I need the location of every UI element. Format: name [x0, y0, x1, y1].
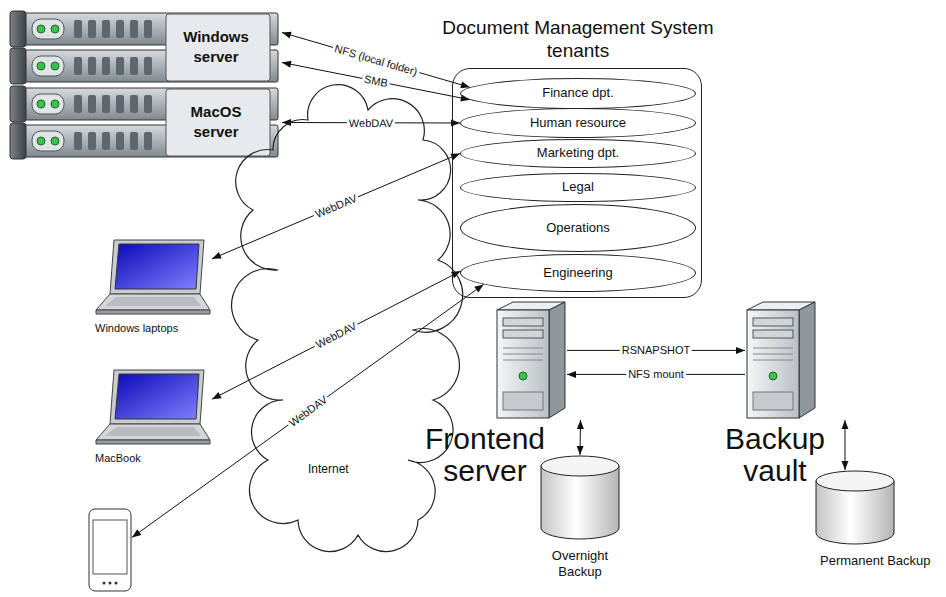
connector-line — [282, 63, 470, 100]
arrow-head — [460, 81, 470, 88]
arrow-head — [474, 284, 483, 292]
tenant-ellipse: Human resource — [460, 108, 696, 138]
node-label: MacBook — [95, 452, 141, 464]
node-label: Engineering — [543, 266, 612, 281]
edge-label: WebDAV — [312, 319, 360, 352]
laptop: MacBook — [92, 368, 212, 472]
connector — [282, 32, 470, 88]
edge-label: WebDAV — [347, 117, 395, 129]
connector — [212, 154, 460, 259]
tenant-ellipse: Engineering — [460, 254, 696, 292]
edge-label: NFS mount — [626, 368, 686, 380]
tower-server-symbol — [495, 300, 567, 420]
tower-server-symbol — [745, 300, 817, 420]
connector-line — [212, 154, 460, 259]
server-tower: Backup vault — [745, 300, 850, 420]
node-label: Windows server — [174, 27, 258, 67]
connector — [577, 420, 584, 455]
arrow-head — [567, 371, 576, 378]
arrow-head — [132, 529, 141, 537]
rack-server-symbol — [8, 85, 282, 160]
edge-label: WebDAV — [311, 191, 360, 221]
node-label: Windows laptops — [95, 322, 178, 334]
node-label: Marketing dpt. — [537, 146, 619, 161]
arrow-head — [212, 392, 222, 399]
disk-cylinder — [540, 455, 620, 540]
node-label: MacOS server — [174, 102, 258, 142]
arrow-head — [577, 446, 584, 455]
edge-label: SMB — [361, 73, 391, 90]
rack-server: MacOS server — [8, 85, 282, 160]
connector-line — [567, 374, 745, 375]
node-label: Operations — [546, 221, 610, 236]
laptop-symbol — [92, 238, 212, 318]
connector — [282, 61, 470, 102]
connector-line — [282, 33, 470, 88]
node-label: Human resource — [530, 116, 626, 131]
backup-disk: Overnight Backup — [540, 455, 620, 540]
connector — [841, 420, 848, 470]
arrow-head — [212, 252, 222, 259]
arrow-head — [282, 61, 292, 68]
tenant-container: Document Management System tenantsFinanc… — [452, 68, 702, 298]
arrow-head — [282, 32, 292, 39]
phone-symbol — [88, 508, 132, 592]
internet-cloud: Internet — [248, 100, 448, 540]
node-label: Permanent Backup — [820, 553, 931, 569]
tenant-ellipse: Operations — [460, 204, 696, 252]
connector — [567, 347, 745, 354]
node-label: Overnight Backup — [540, 548, 620, 579]
arrow-head — [736, 347, 745, 354]
node-label: Frontend server — [410, 423, 560, 486]
tenant-ellipse: Marketing dpt. — [460, 139, 696, 168]
container-title: Document Management System tenants — [428, 16, 728, 64]
rack-server-symbol — [8, 10, 282, 85]
node-label: Legal — [562, 180, 594, 195]
edge-label: NFS (local folder) — [331, 42, 420, 79]
connector-line — [282, 122, 460, 124]
backup-disk: Permanent Backup — [815, 470, 895, 545]
disk-cylinder — [815, 470, 895, 545]
tenant-ellipse: Legal — [460, 173, 696, 202]
laptop: Windows laptops — [92, 238, 212, 342]
node-label: Finance dpt. — [542, 86, 614, 101]
arrow-head — [841, 461, 848, 470]
server-tower: Frontend server — [495, 300, 590, 420]
arrow-head — [460, 95, 470, 102]
phone — [88, 508, 132, 592]
connector-line — [567, 350, 745, 351]
edge-label: RSNAPSHOT — [620, 344, 692, 356]
node-label: Internet — [308, 462, 349, 476]
arrow-head — [577, 420, 584, 429]
connector — [567, 371, 745, 378]
edge-label: WebDAV — [285, 392, 331, 430]
connector — [282, 119, 460, 126]
rack-server: Windows server — [8, 10, 282, 85]
tenant-ellipse: Finance dpt. — [460, 78, 696, 109]
arrow-head — [841, 420, 848, 429]
laptop-symbol — [92, 368, 212, 448]
